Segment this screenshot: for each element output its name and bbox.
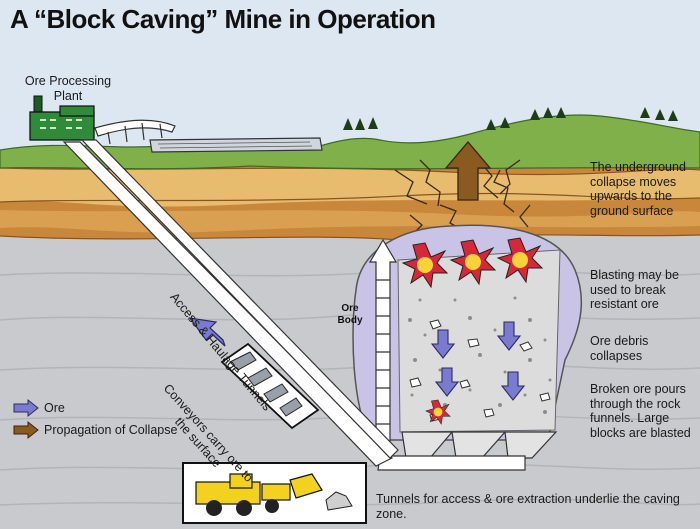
- blast-explosions: [401, 237, 544, 425]
- ground-surface: [0, 114, 700, 170]
- soil-layer-light: [0, 168, 700, 207]
- collapse-arrow-icon: [13, 420, 39, 440]
- tailings-pond: [149, 137, 323, 153]
- processing-plant-building: [29, 95, 95, 141]
- blasting-label: Blasting may be used to break resistant …: [590, 268, 679, 311]
- broken-ore-label: Broken ore pours through the rock funnel…: [590, 382, 691, 440]
- trees: [343, 107, 678, 134]
- conveyor-tunnel: [220, 342, 320, 430]
- ore-flow-arrows: [430, 321, 526, 401]
- collapse-arrow: [444, 140, 492, 201]
- vertical-shaft: [368, 238, 398, 456]
- ore-arrow-icon: [13, 398, 39, 418]
- underground-collapse-label: The underground collapse moves upwards t…: [590, 160, 686, 218]
- page-title: A “Block Caving” Mine in Operation: [10, 4, 436, 34]
- collapse-cracks: [394, 159, 531, 234]
- haulage-level-tunnel: [377, 455, 526, 471]
- ore-body-label: Ore Body: [337, 303, 363, 326]
- conveyor-ore-arrow: [188, 317, 226, 347]
- tunnels-extraction-label: Tunnels for access & ore extraction unde…: [376, 492, 680, 521]
- rock-funnels: [401, 431, 558, 459]
- rubble-texture: [408, 296, 552, 414]
- processing-plant-label: Ore Processing Plant: [24, 74, 112, 103]
- ore-debris-label: Ore debris collapses: [590, 334, 649, 363]
- surface-conveyor: [94, 119, 176, 145]
- legend-collapse-label: Propagation of Collapse: [44, 423, 178, 437]
- legend-ore-label: Ore: [44, 401, 65, 415]
- equipment-inset: [182, 462, 367, 524]
- access-haulage-tunnel: [62, 139, 399, 467]
